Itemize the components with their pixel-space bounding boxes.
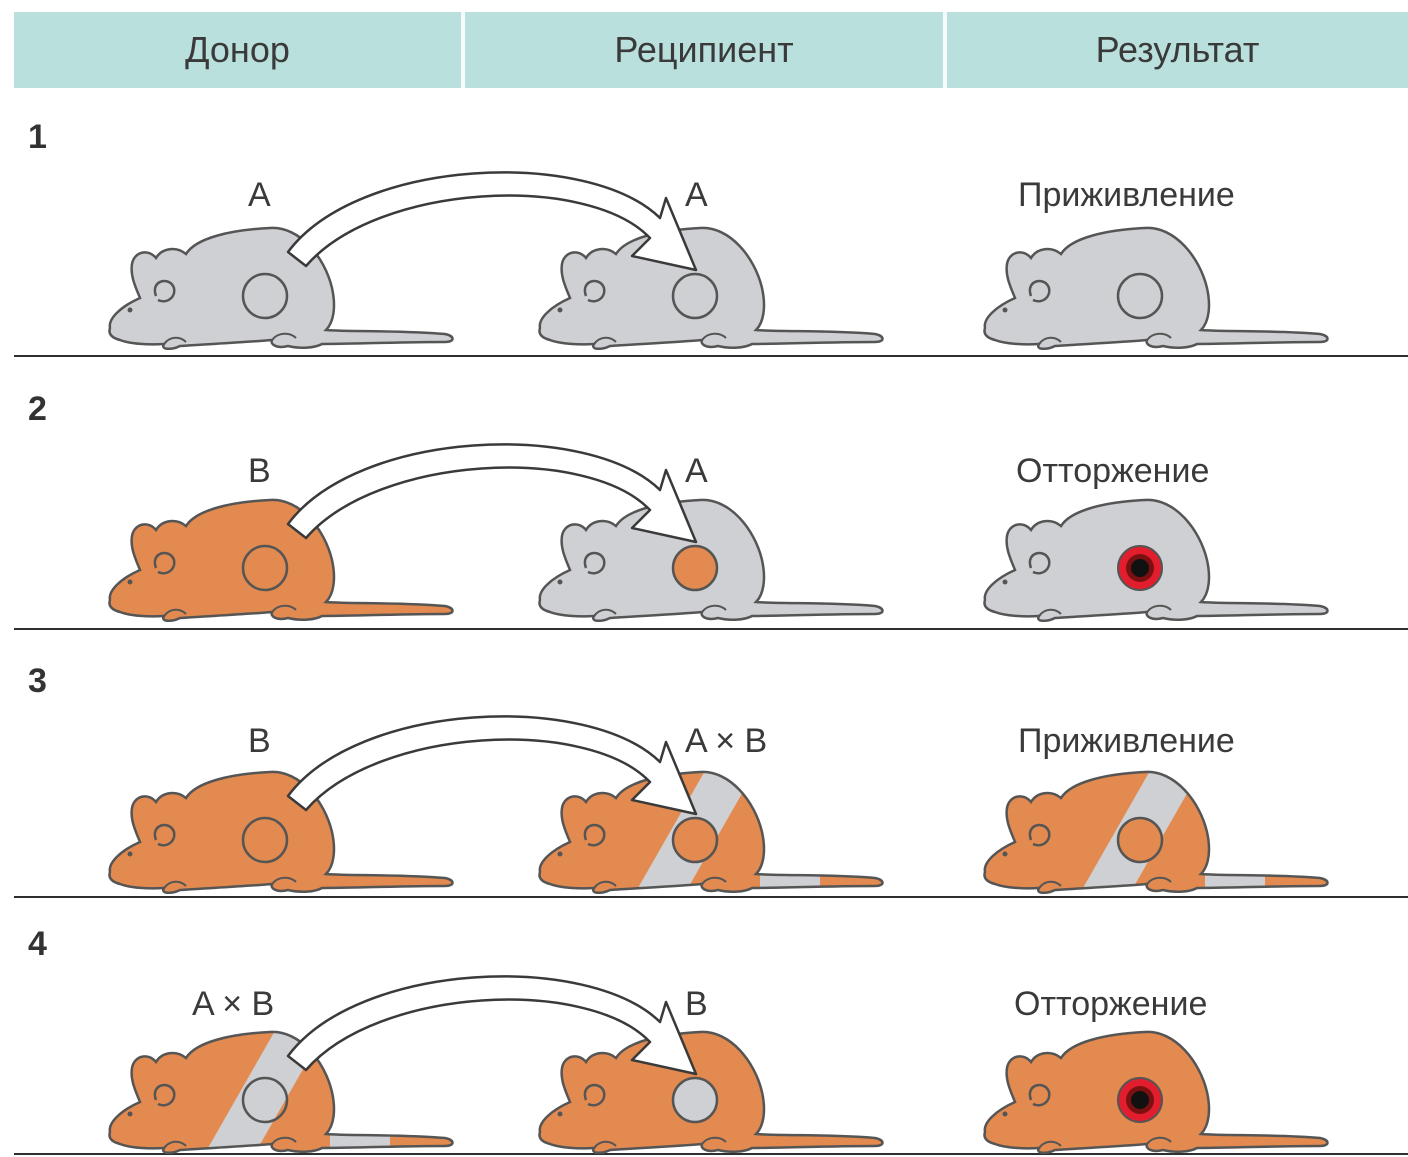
result-mouse [984,500,1327,621]
result-mouse [984,228,1327,349]
transplant-arrow [288,976,696,1074]
recipient-mouse [539,500,882,621]
donor-mouse [109,500,452,621]
result-mouse [915,762,1335,902]
recipient-mouse [539,228,882,349]
donor-mouse [109,228,452,349]
donor-mouse [109,772,452,893]
transplant-arrow [288,716,696,814]
result-mouse [984,1032,1327,1153]
transplant-arrow [288,172,696,270]
recipient-mouse [539,1032,882,1153]
transplant-arrow [288,444,696,542]
donor-mouse [40,1022,460,1157]
